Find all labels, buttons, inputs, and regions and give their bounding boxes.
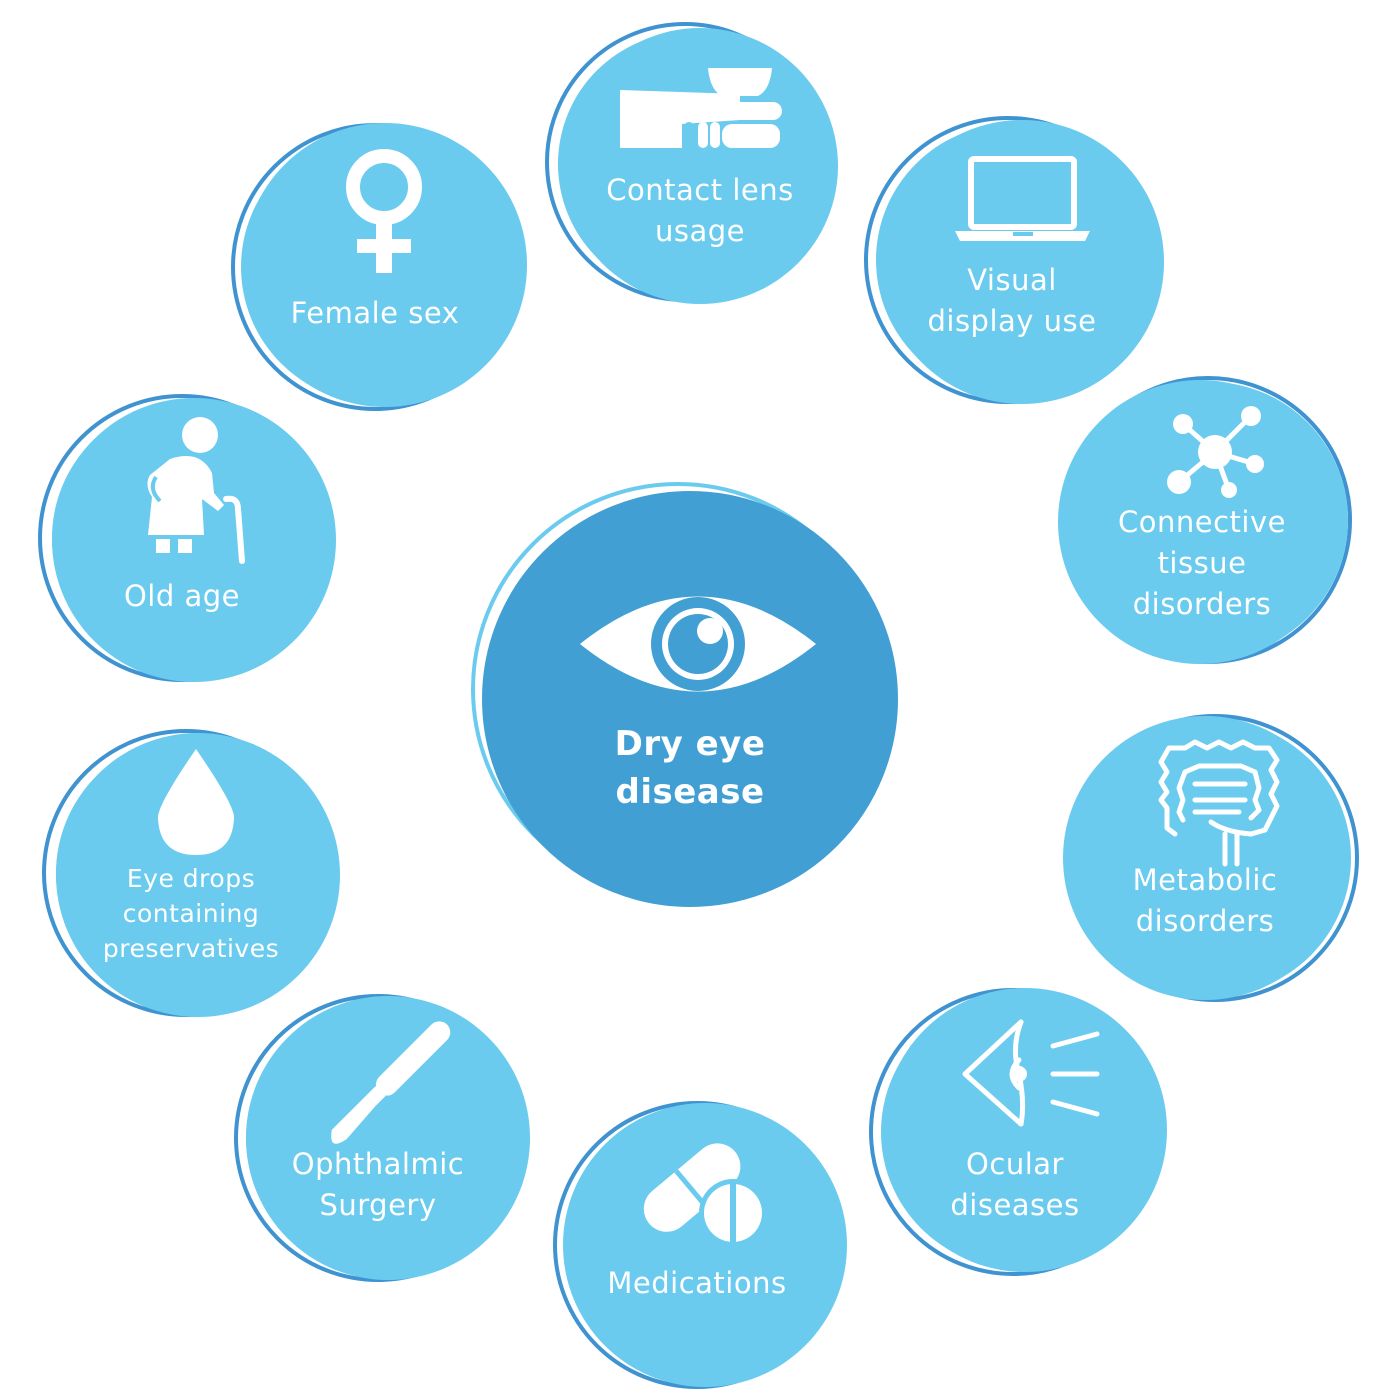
molecule-icon	[1167, 406, 1264, 498]
laptop-icon	[955, 156, 1090, 241]
factor-node-visual-display: Visual display use	[860, 110, 1180, 410]
factor-label-ophthalmic-surgery: Ophthalmic Surgery	[291, 1147, 465, 1222]
factor-node-female-sex: Female sex	[225, 115, 545, 415]
factor-label-connective-tissue: Connective tissue disorders	[1118, 505, 1286, 621]
factor-node-connective-tissue: Connective tissue disorders	[1050, 372, 1370, 672]
center-badge	[471, 482, 898, 907]
factor-label-female-sex: Female sex	[290, 296, 460, 330]
elderly-person-icon	[147, 417, 245, 564]
eye-icon	[580, 596, 816, 692]
factor-label-medications: Medications	[607, 1266, 787, 1300]
center-title: Dry eye disease	[614, 724, 766, 812]
factor-node-ophthalmic-surgery: Ophthalmic Surgery	[228, 990, 548, 1290]
factor-label-visual-display: Visual display use	[927, 263, 1097, 338]
factor-node-ocular: Ocular diseases	[865, 982, 1185, 1282]
factor-label-eye-drops: Eye drops containing preservatives	[102, 864, 280, 963]
drop-icon	[157, 749, 235, 855]
scalpel-icon	[331, 1021, 451, 1144]
female-symbol-icon	[346, 149, 422, 273]
contact-lens-icon	[620, 68, 782, 148]
factor-node-metabolic: Metabolic disorders	[1055, 710, 1375, 1010]
factor-node-contact-lens: Contact lens usage	[540, 20, 860, 310]
intestine-icon	[1158, 739, 1280, 867]
factor-node-eye-drops: Eye drops containing preservatives	[36, 725, 356, 1025]
eye-profile-icon	[962, 1019, 1100, 1127]
factor-label-old-age: Old age	[123, 579, 241, 613]
factor-label-ocular: Ocular diseases	[950, 1147, 1080, 1222]
pills-icon	[643, 1143, 767, 1247]
factor-node-medications: Medications	[545, 1095, 865, 1395]
factor-node-old-age: Old age	[32, 390, 352, 690]
factor-label-metabolic: Metabolic disorders	[1132, 863, 1278, 938]
center-node: Dry eye disease	[460, 482, 900, 907]
factor-label-contact-lens: Contact lens usage	[606, 173, 794, 248]
